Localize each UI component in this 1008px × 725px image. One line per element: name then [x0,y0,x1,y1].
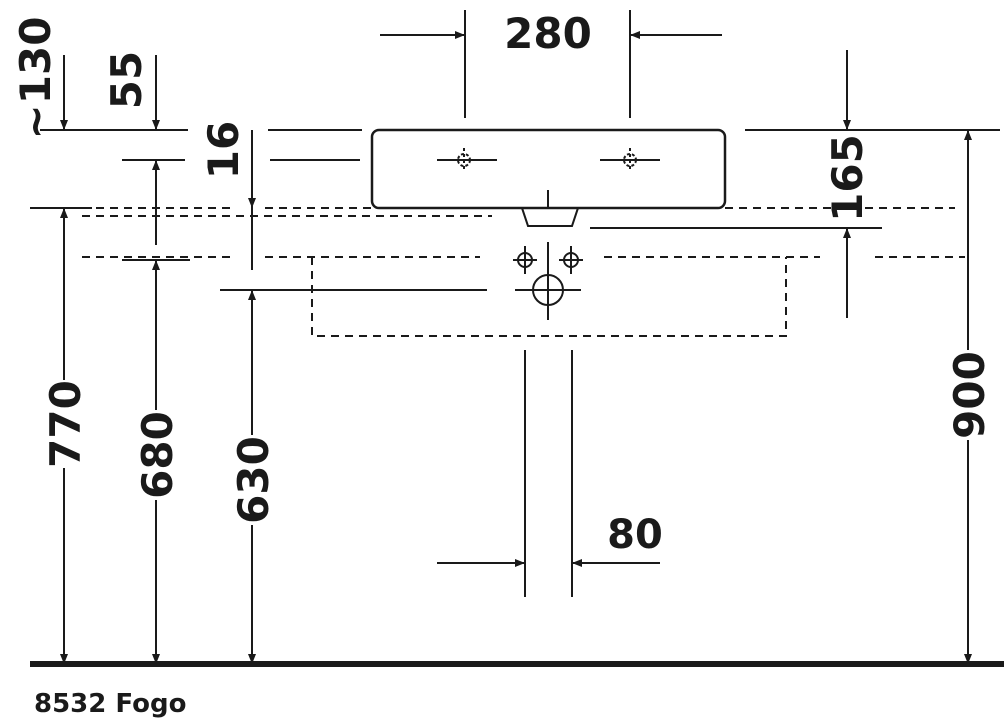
dim-label-55: 55 [102,51,151,109]
waste-connection [515,242,581,320]
tap-hole-left [437,148,497,172]
dim-label-165: 165 [823,134,872,222]
dim-label-900: 900 [945,351,994,439]
dim-label-680: 680 [133,411,182,499]
trap-hidden-outline [311,257,787,337]
tap-hole-right [600,148,660,172]
dim-label-630: 630 [229,436,278,524]
waste-outlet [521,190,579,227]
dim-label-130: ~130 [11,17,60,140]
dim-label-770: 770 [41,380,90,468]
supply-connection-left [513,246,537,274]
supply-connection-right [559,246,583,274]
dim-label-80: 80 [607,512,663,558]
dim-label-16: 16 [199,121,248,179]
dim-label-280: 280 [504,9,592,58]
model-caption: 8532 Fogo [34,689,186,719]
